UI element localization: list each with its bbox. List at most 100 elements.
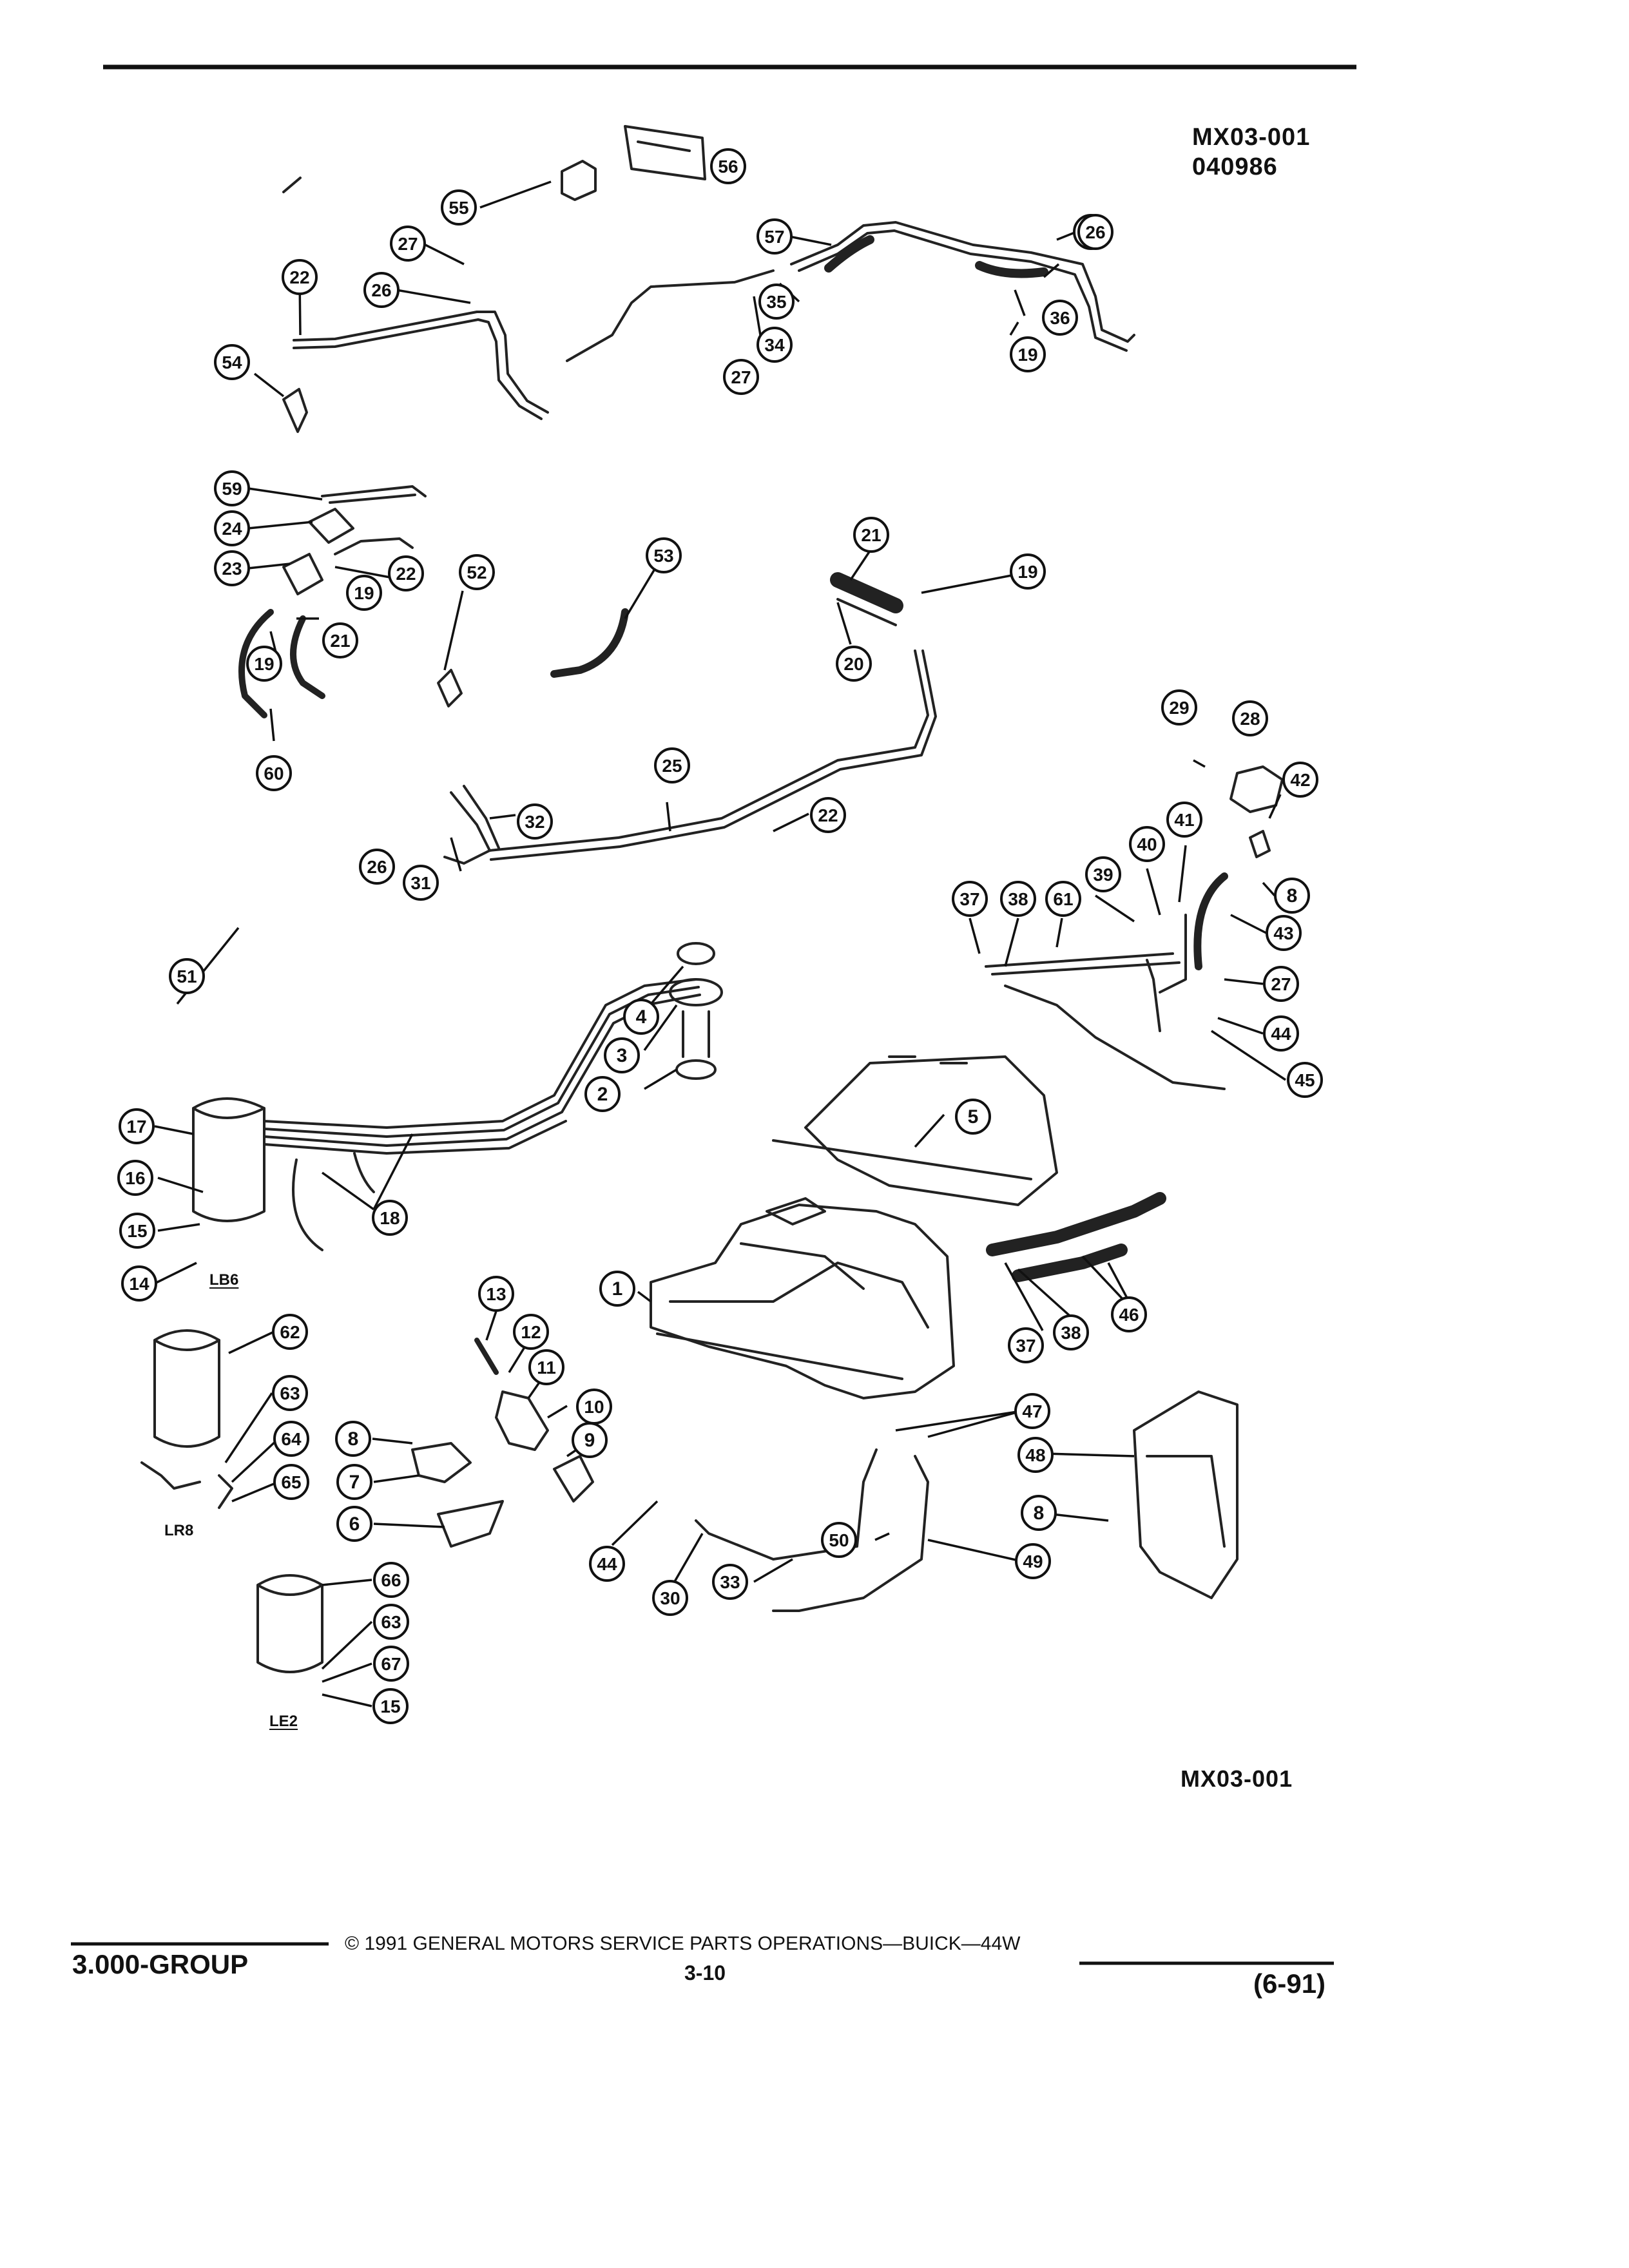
- callout-circle: [256, 755, 292, 791]
- callout-4: 4: [623, 999, 659, 1035]
- callout-12: 12: [513, 1314, 549, 1350]
- callout-29: 29: [1161, 689, 1197, 726]
- callout-37: 37: [952, 881, 988, 917]
- callout-26: 26: [359, 849, 395, 885]
- callout-number: 12: [521, 1322, 541, 1342]
- callout-67: 67: [373, 1646, 409, 1682]
- callout-number: 28: [1240, 709, 1260, 729]
- callout-28: 28: [1232, 700, 1268, 736]
- callout-number: 37: [959, 889, 979, 909]
- callout-number: 40: [1137, 834, 1157, 854]
- callout-circle: [517, 803, 553, 840]
- callout-number: 22: [818, 805, 838, 825]
- callout-65: 65: [273, 1464, 309, 1500]
- callout-21: 21: [853, 517, 889, 553]
- callout-number: 17: [126, 1117, 146, 1137]
- callout-circle: [359, 849, 395, 885]
- callout-number: 67: [381, 1654, 401, 1674]
- callout-circle: [1287, 1062, 1323, 1098]
- callout-number: 51: [177, 966, 197, 986]
- callout-11: 11: [528, 1349, 564, 1385]
- callout-54: 54: [214, 344, 250, 380]
- callout-number: 1: [612, 1278, 623, 1300]
- callout-circle: [372, 1200, 408, 1236]
- callout-62: 62: [272, 1314, 308, 1350]
- callout-circle: [1000, 881, 1036, 917]
- callout-36: 36: [1042, 300, 1078, 336]
- callout-26: 26: [1077, 214, 1113, 250]
- callout-circle: [388, 555, 424, 591]
- callout-34: 34: [757, 327, 793, 363]
- callout-14: 14: [121, 1265, 157, 1302]
- callout-number: 66: [381, 1570, 401, 1590]
- callout-circle: [282, 259, 318, 295]
- callout-circle: [712, 1564, 748, 1600]
- callout-3: 3: [604, 1037, 640, 1073]
- callout-number: 27: [731, 367, 751, 387]
- variant-label-le2: LE2: [269, 1713, 298, 1730]
- callout-circle: [373, 1562, 409, 1598]
- callout-24: 24: [214, 510, 250, 546]
- callout-10: 10: [576, 1389, 612, 1425]
- callout-number: 30: [660, 1588, 680, 1608]
- callout-circle: [214, 344, 250, 380]
- callout-circle: [1010, 553, 1046, 590]
- callout-number: 15: [127, 1221, 147, 1241]
- callout-19: 19: [1010, 336, 1046, 372]
- callout-44: 44: [1263, 1015, 1299, 1052]
- callout-circle: [273, 1421, 309, 1457]
- callout-number: 10: [584, 1397, 604, 1417]
- callout-number: 7: [349, 1472, 360, 1493]
- callout-25: 25: [654, 747, 690, 783]
- callout-circle: [589, 1546, 625, 1582]
- callout-circle: [119, 1213, 155, 1249]
- callout-circle: [1129, 826, 1165, 862]
- callout-circle: [723, 359, 759, 395]
- callout-circle: [478, 1276, 514, 1312]
- callout-circle: [1161, 689, 1197, 726]
- callout-45: 45: [1287, 1062, 1323, 1098]
- callout-60: 60: [256, 755, 292, 791]
- callout-circle: [1085, 856, 1121, 892]
- callout-number: 8: [348, 1428, 359, 1450]
- callout-circle: [335, 1421, 371, 1457]
- callout-circle: [1263, 1015, 1299, 1052]
- callout-63: 63: [272, 1375, 308, 1411]
- callout-circle: [441, 189, 477, 226]
- callout-number: 19: [354, 583, 374, 603]
- callout-number: 47: [1022, 1401, 1042, 1421]
- callout-circle: [1045, 881, 1081, 917]
- callout-number: 32: [525, 812, 545, 832]
- parts-artwork: [140, 125, 1284, 1673]
- callout-number: 49: [1023, 1552, 1043, 1571]
- callout-circle: [821, 1522, 857, 1558]
- callout-50: 50: [821, 1522, 857, 1558]
- callout-number: 45: [1295, 1070, 1315, 1090]
- callout-56: 56: [710, 148, 746, 184]
- callout-circle: [322, 622, 358, 658]
- callout-circle: [757, 218, 793, 255]
- callout-number: 38: [1008, 889, 1028, 909]
- callout-circle: [1263, 966, 1299, 1002]
- callout-33: 33: [712, 1564, 748, 1600]
- callout-number: 44: [597, 1554, 617, 1574]
- callout-circle: [1042, 300, 1078, 336]
- callout-number: 8: [1287, 885, 1298, 907]
- callout-number: 38: [1061, 1323, 1081, 1343]
- callout-circle: [757, 327, 793, 363]
- callout-number: 26: [371, 280, 391, 300]
- callout-55: 55: [441, 189, 477, 226]
- callout-15: 15: [119, 1213, 155, 1249]
- callout-circle: [363, 272, 400, 308]
- callout-number: 9: [584, 1430, 595, 1451]
- callout-circle: [955, 1099, 991, 1135]
- callout-31: 31: [403, 865, 439, 901]
- callout-49: 49: [1015, 1543, 1051, 1579]
- callout-number: 65: [281, 1472, 301, 1492]
- callout-number: 27: [1271, 974, 1291, 994]
- callout-circle: [1266, 915, 1302, 951]
- callout-27: 27: [723, 359, 759, 395]
- callout-circle: [604, 1037, 640, 1073]
- callout-52: 52: [459, 554, 495, 590]
